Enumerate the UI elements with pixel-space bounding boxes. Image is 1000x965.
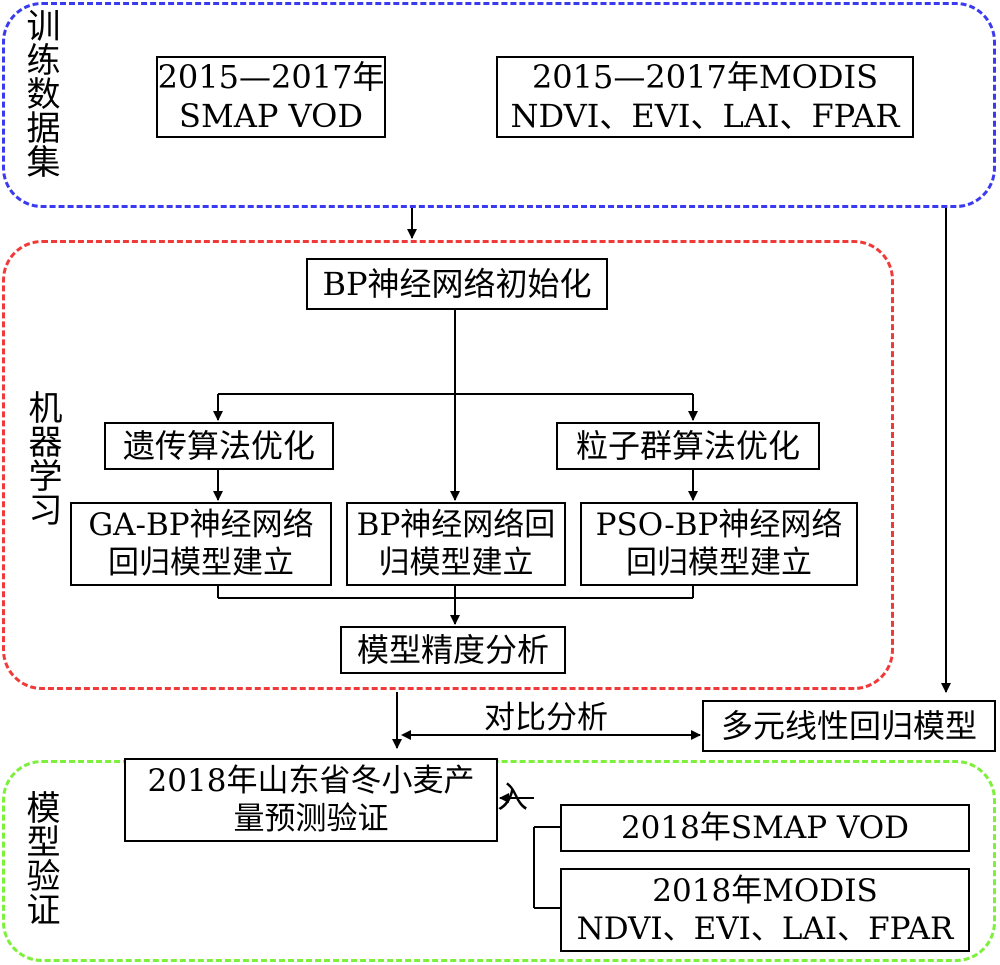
training-smap-line1: 2015—2017年 — [157, 58, 385, 96]
model-validation-label: 模型验证 — [20, 790, 60, 926]
smap-2018-label: 2018年SMAP VOD — [620, 810, 910, 846]
bp-init-box: BP神经网络初始化 — [306, 258, 608, 310]
machine-learning-label: 机器学习 — [22, 390, 62, 526]
bp-model-box: BP神经网络回 归模型建立 — [346, 502, 566, 586]
mlr-model-box: 多元线性回归模型 — [702, 700, 996, 752]
training-modis-box: 2015—2017年MODIS NDVI、EVI、LAI、FPAR — [496, 56, 914, 138]
training-smap-line2: SMAP VOD — [179, 97, 363, 135]
pso-optimization-box: 粒子群算法优化 — [556, 422, 820, 470]
pso-bp-model-box: PSO-BP神经网络 回归模型建立 — [580, 502, 858, 586]
yield-validation-box: 2018年山东省冬小麦产 量预测验证 — [124, 758, 498, 842]
modis-2018-line1: 2018年MODIS — [652, 873, 878, 909]
training-dataset-region — [2, 2, 996, 208]
pso-bp-line2: 回归模型建立 — [626, 545, 812, 581]
modis-2018-line2: NDVI、EVI、LAI、FPAR — [576, 911, 954, 947]
training-modis-line2: NDVI、EVI、LAI、FPAR — [510, 97, 900, 135]
smap-2018-box: 2018年SMAP VOD — [560, 804, 970, 852]
yield-line1: 2018年山东省冬小麦产 — [147, 763, 475, 799]
bp-init-label: BP神经网络初始化 — [322, 264, 592, 303]
bp-line2: 归模型建立 — [378, 545, 534, 581]
ga-bp-line2: 回归模型建立 — [108, 545, 294, 581]
ga-optimization-label: 遗传算法优化 — [122, 426, 315, 465]
ga-bp-model-box: GA-BP神经网络 回归模型建立 — [70, 502, 332, 586]
yield-line2: 量预测验证 — [233, 801, 389, 837]
pso-optimization-label: 粒子群算法优化 — [575, 426, 800, 465]
model-validation-region — [2, 760, 996, 962]
training-modis-line1: 2015—2017年MODIS — [531, 58, 879, 96]
mlr-model-label: 多元线性回归模型 — [720, 706, 977, 745]
ga-bp-line1: GA-BP神经网络 — [88, 507, 314, 543]
model-accuracy-box: 模型精度分析 — [340, 626, 566, 674]
training-smap-vod-box: 2015—2017年 SMAP VOD — [156, 56, 386, 138]
bp-line1: BP神经网络回 — [356, 507, 556, 543]
comparison-label: 对比分析 — [484, 700, 608, 736]
model-accuracy-label: 模型精度分析 — [356, 630, 549, 669]
modis-2018-box: 2018年MODIS NDVI、EVI、LAI、FPAR — [560, 868, 970, 952]
pso-bp-line1: PSO-BP神经网络 — [595, 507, 843, 543]
ga-optimization-box: 遗传算法优化 — [104, 422, 334, 470]
training-dataset-label: 训练数据集 — [20, 8, 60, 178]
machine-learning-region — [2, 240, 894, 690]
